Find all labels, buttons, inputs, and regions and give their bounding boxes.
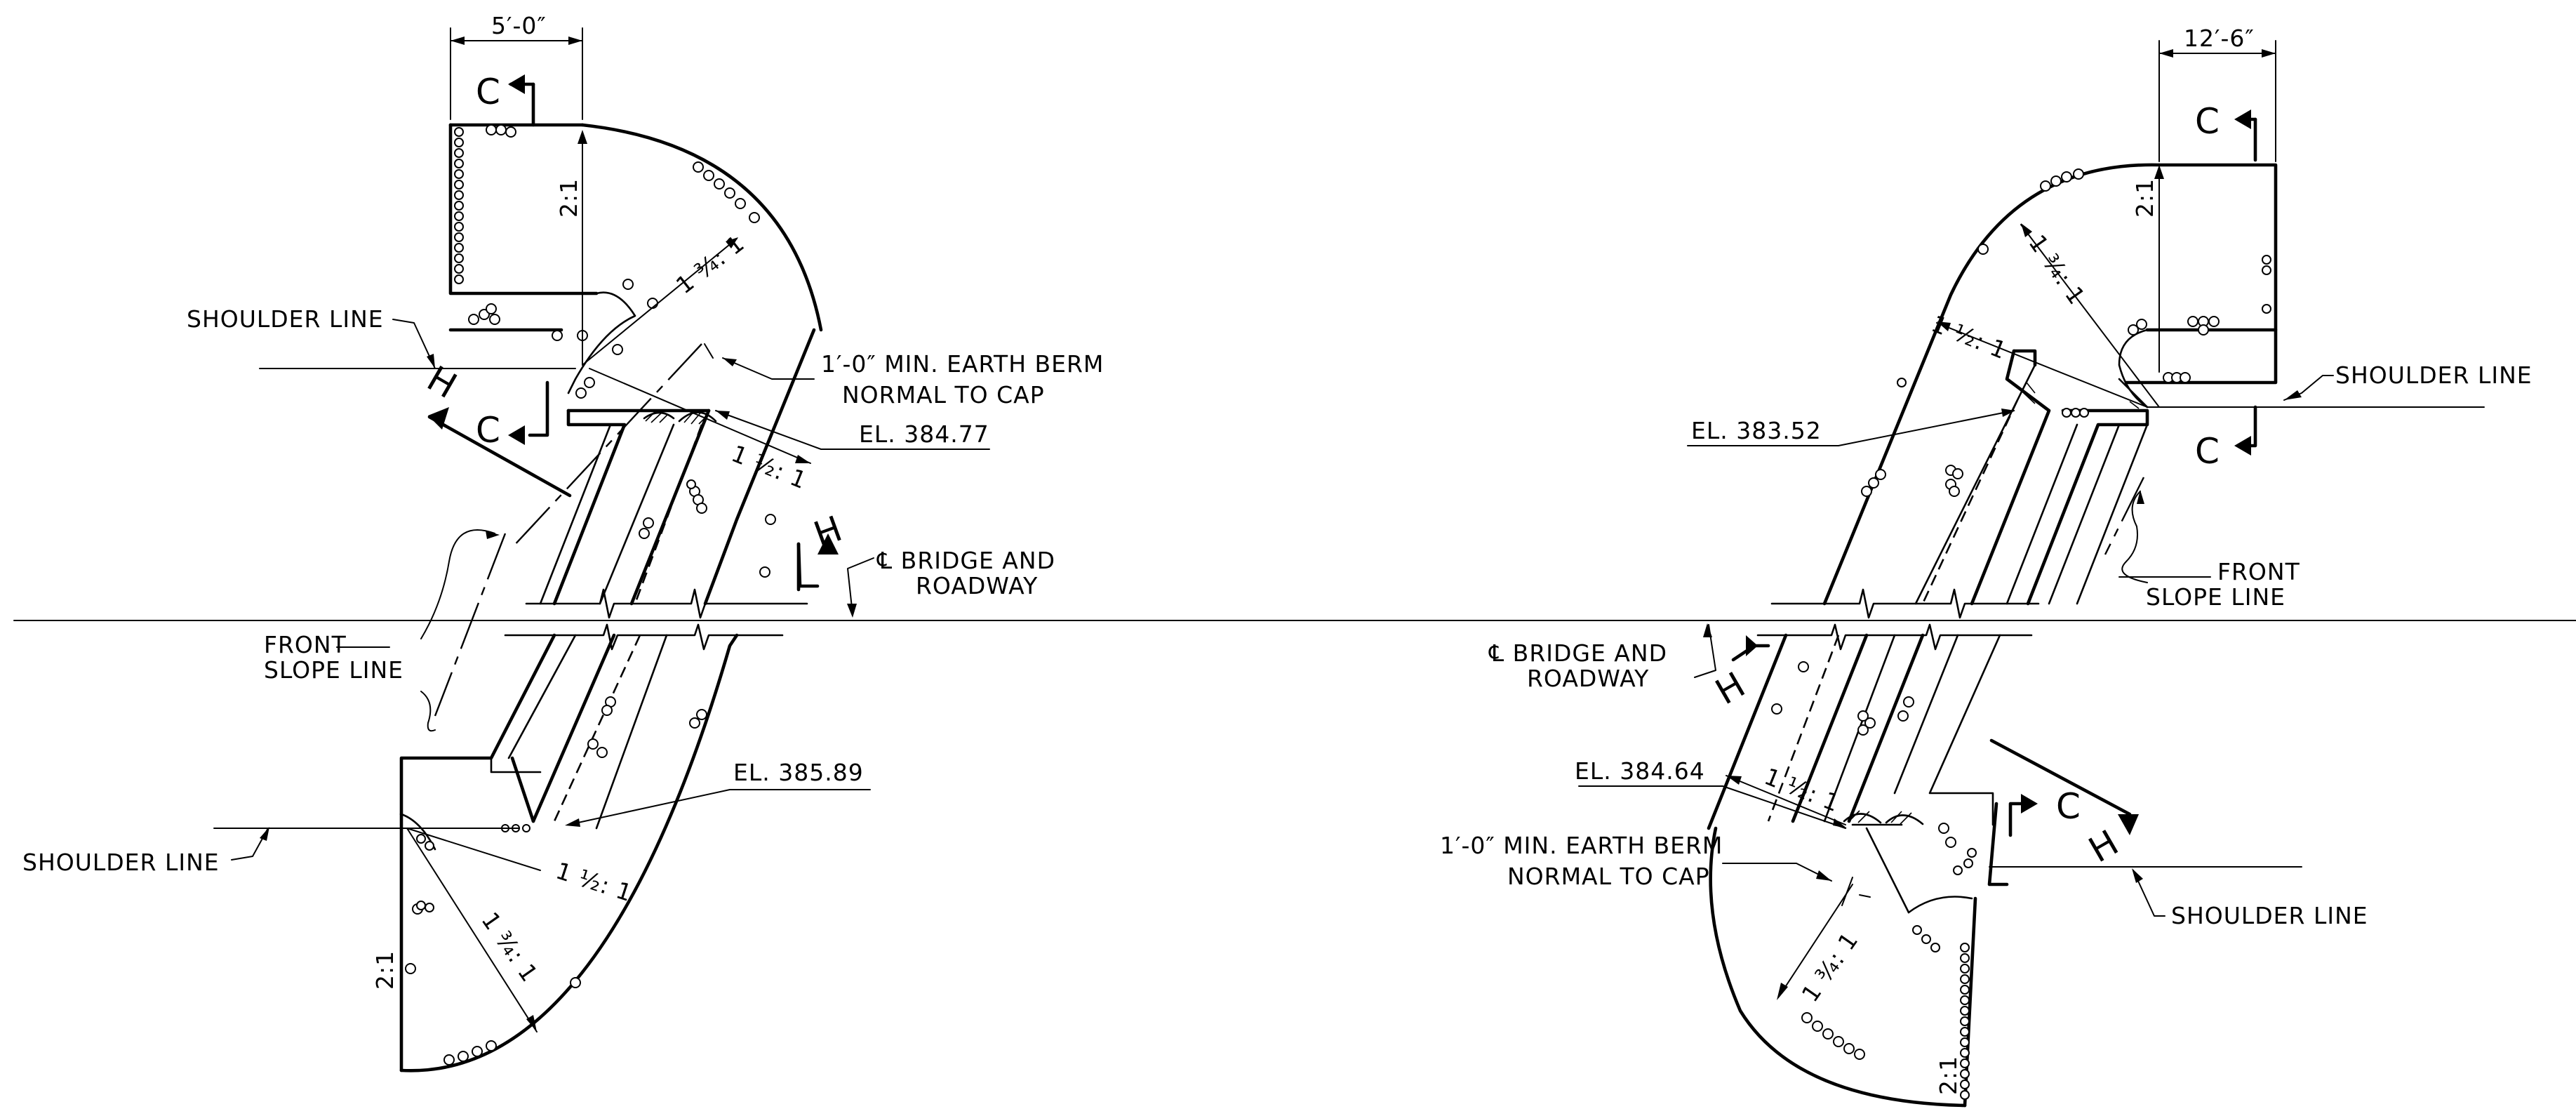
right-elevation-top: EL. 383.52 [1691, 417, 1822, 444]
left-section-h-top: H [420, 358, 464, 406]
right-section-c-bottom: C [2008, 786, 2081, 837]
left-centerline-line1: ℄ BRIDGE AND [876, 547, 1055, 574]
left-front-slope-line1: FRONT [264, 631, 347, 658]
left-width-dim-text: 5′-0″ [491, 12, 547, 39]
right-section-c-bottom-label: C [2056, 786, 2081, 827]
left-abutment-cap [525, 328, 816, 619]
left-top-wingwall [448, 123, 823, 399]
left-front-slope-line2: SLOPE LINE [264, 656, 403, 684]
left-slope-1-1-2-bottom: 1 ½: 1 [553, 857, 636, 908]
right-slope-2-1-top: 2:1 [2131, 178, 2158, 218]
right-slope-1-3-4-bottom: 1 ¾: 1 [1796, 927, 1864, 1007]
left-slope-2-1-top: 2:1 [555, 178, 582, 218]
right-abutment-cap [1770, 349, 2149, 619]
left-elevation-bottom: EL. 385.89 [733, 759, 864, 786]
left-shoulder-line-bottom-label: SHOULDER LINE [22, 849, 220, 876]
right-width-dimension: 12′-6″ [2158, 25, 2276, 162]
right-front-slope-line2: SLOPE LINE [2146, 583, 2285, 611]
left-section-c-mid: C [476, 380, 549, 451]
right-section-h-left: H [1709, 664, 1752, 712]
right-section-h-right: H [2082, 822, 2125, 870]
right-top-cone-hatch [2023, 382, 2142, 409]
right-section-c-top-label: C [2195, 101, 2220, 142]
left-slope-1-1-2-top: 1 ½: 1 [728, 439, 811, 494]
left-slope-2-1-bottom: 2:1 [371, 950, 399, 990]
left-section-c-top: C [476, 72, 535, 127]
right-top-riprap [1861, 168, 2271, 497]
left-abutment-lower [399, 623, 784, 1073]
left-top-riprap [454, 124, 760, 399]
left-berm-line2: NORMAL TO CAP [842, 381, 1045, 409]
right-front-slope-line1: FRONT [2217, 558, 2300, 585]
right-elevation-bottom: EL. 384.64 [1575, 757, 1705, 785]
left-section-c-top-label: C [476, 72, 500, 112]
left-elevation-top: EL. 384.77 [859, 420, 989, 448]
left-slope-1-3-4-bottom: 1 ¾: 1 [476, 907, 543, 987]
right-top-wingwall: 2:1 [1822, 163, 2278, 606]
right-slope-1-3-4-top: 1 ¾: 1 [2023, 230, 2090, 310]
right-plan: 12′-6″ 2:1 1 ¾: [1440, 25, 2532, 1108]
right-slope-1-1-2-top: 1 ½: 1 [1928, 310, 2011, 364]
right-centerline-line1: ℄ BRIDGE AND [1488, 639, 1667, 667]
right-centerline-line2: ROADWAY [1527, 665, 1649, 692]
right-section-c-mid-label: C [2195, 431, 2220, 472]
right-berm-line2: NORMAL TO CAP [1507, 863, 1710, 890]
right-lower-cone-hatch [1843, 810, 1924, 825]
left-plan: SHOULDER LINE 5′-0″ 2:1 1 ¾: 1 C C [22, 12, 1104, 1073]
left-slope-1-3-4-top: 1 ¾: 1 [671, 230, 749, 300]
right-abutment-lower [1707, 623, 2033, 1108]
left-width-dimension: 5′-0″ [450, 12, 583, 120]
right-width-dim-text: 12′-6″ [2184, 25, 2255, 52]
left-berm-line1: 1′-0″ MIN. EARTH BERM [821, 350, 1104, 378]
left-shoulder-line-top-label: SHOULDER LINE [187, 305, 384, 333]
right-shoulder-line-top-label: SHOULDER LINE [2335, 361, 2532, 389]
right-shoulder-line-bottom-label: SHOULDER LINE [2171, 902, 2368, 929]
right-section-c-top: C [2195, 101, 2257, 162]
right-section-c-mid: C [2195, 405, 2257, 472]
left-section-h-right: H [808, 508, 847, 555]
left-centerline-line2: ROADWAY [916, 572, 1038, 599]
right-berm-line1: 1′-0″ MIN. EARTH BERM [1440, 832, 1723, 859]
right-slope-2-1-bottom: 2:1 [1935, 1056, 1962, 1095]
